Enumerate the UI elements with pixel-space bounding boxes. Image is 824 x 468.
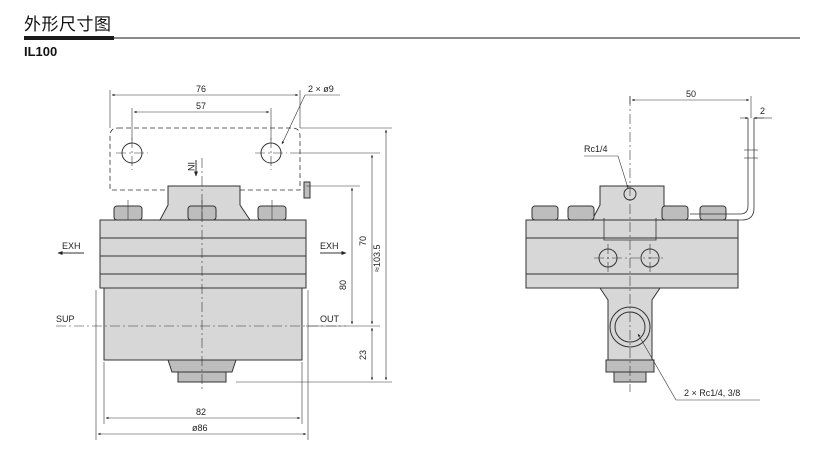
- front-view: IN EXH EXH SUP OUT 76 57 2 × ø9 70: [56, 84, 392, 440]
- model-label: IL100: [24, 44, 58, 59]
- heading-rule: [114, 37, 800, 39]
- body-band-4: [99, 273, 307, 289]
- body-lower: [103, 287, 303, 361]
- dim-50: 50: [686, 89, 696, 99]
- side-band-1: [525, 219, 739, 239]
- hole-callout: 2 × ø9: [308, 84, 334, 94]
- heading-title: 外形尺寸图: [24, 15, 112, 35]
- dim-57: 57: [196, 101, 206, 111]
- port-label-in: IN: [186, 162, 196, 171]
- dim-76: 76: [196, 84, 206, 94]
- bracket-hole-right: [255, 138, 287, 170]
- port-label-out: OUT: [320, 314, 340, 324]
- dim-70: 70: [358, 236, 368, 246]
- section-heading: 外形尺寸图: [24, 6, 800, 42]
- dim-103: ≈103.5: [372, 245, 382, 272]
- side-band-3: [525, 273, 739, 289]
- side-ports: [594, 244, 664, 272]
- dim-80: 80: [338, 280, 348, 290]
- side-top-boss: [591, 185, 673, 221]
- rc-top-label: Rc1/4: [584, 144, 608, 154]
- port-leader: [637, 333, 677, 401]
- dim-86: ø86: [192, 423, 208, 433]
- mounting-bracket: [109, 127, 301, 191]
- port-label-exh-left: EXH: [62, 241, 81, 251]
- side-top-bolts: [531, 205, 727, 221]
- body-band-2: [99, 237, 307, 257]
- bracket-hole-left: [116, 138, 148, 170]
- hole-leader: [281, 94, 306, 145]
- dim-82: 82: [196, 407, 206, 417]
- heading-rule-accent: [24, 36, 114, 40]
- port-label-sup: SUP: [56, 314, 75, 324]
- body-band-3: [99, 255, 307, 275]
- body-band-top: [99, 219, 307, 239]
- side-band-2: [525, 237, 739, 275]
- side-pin: [303, 181, 311, 199]
- side-view: 50 2 Rc1/4 2 × Rc1/4, 3/8: [525, 89, 772, 401]
- port-callout: 2 × Rc1/4, 3/8: [684, 388, 740, 398]
- rc-top-leader: [617, 155, 629, 189]
- side-bracket-profile: [690, 118, 749, 215]
- dim-2: 2: [760, 106, 765, 116]
- port-label-exh-right: EXH: [320, 241, 339, 251]
- dim-23: 23: [358, 350, 368, 360]
